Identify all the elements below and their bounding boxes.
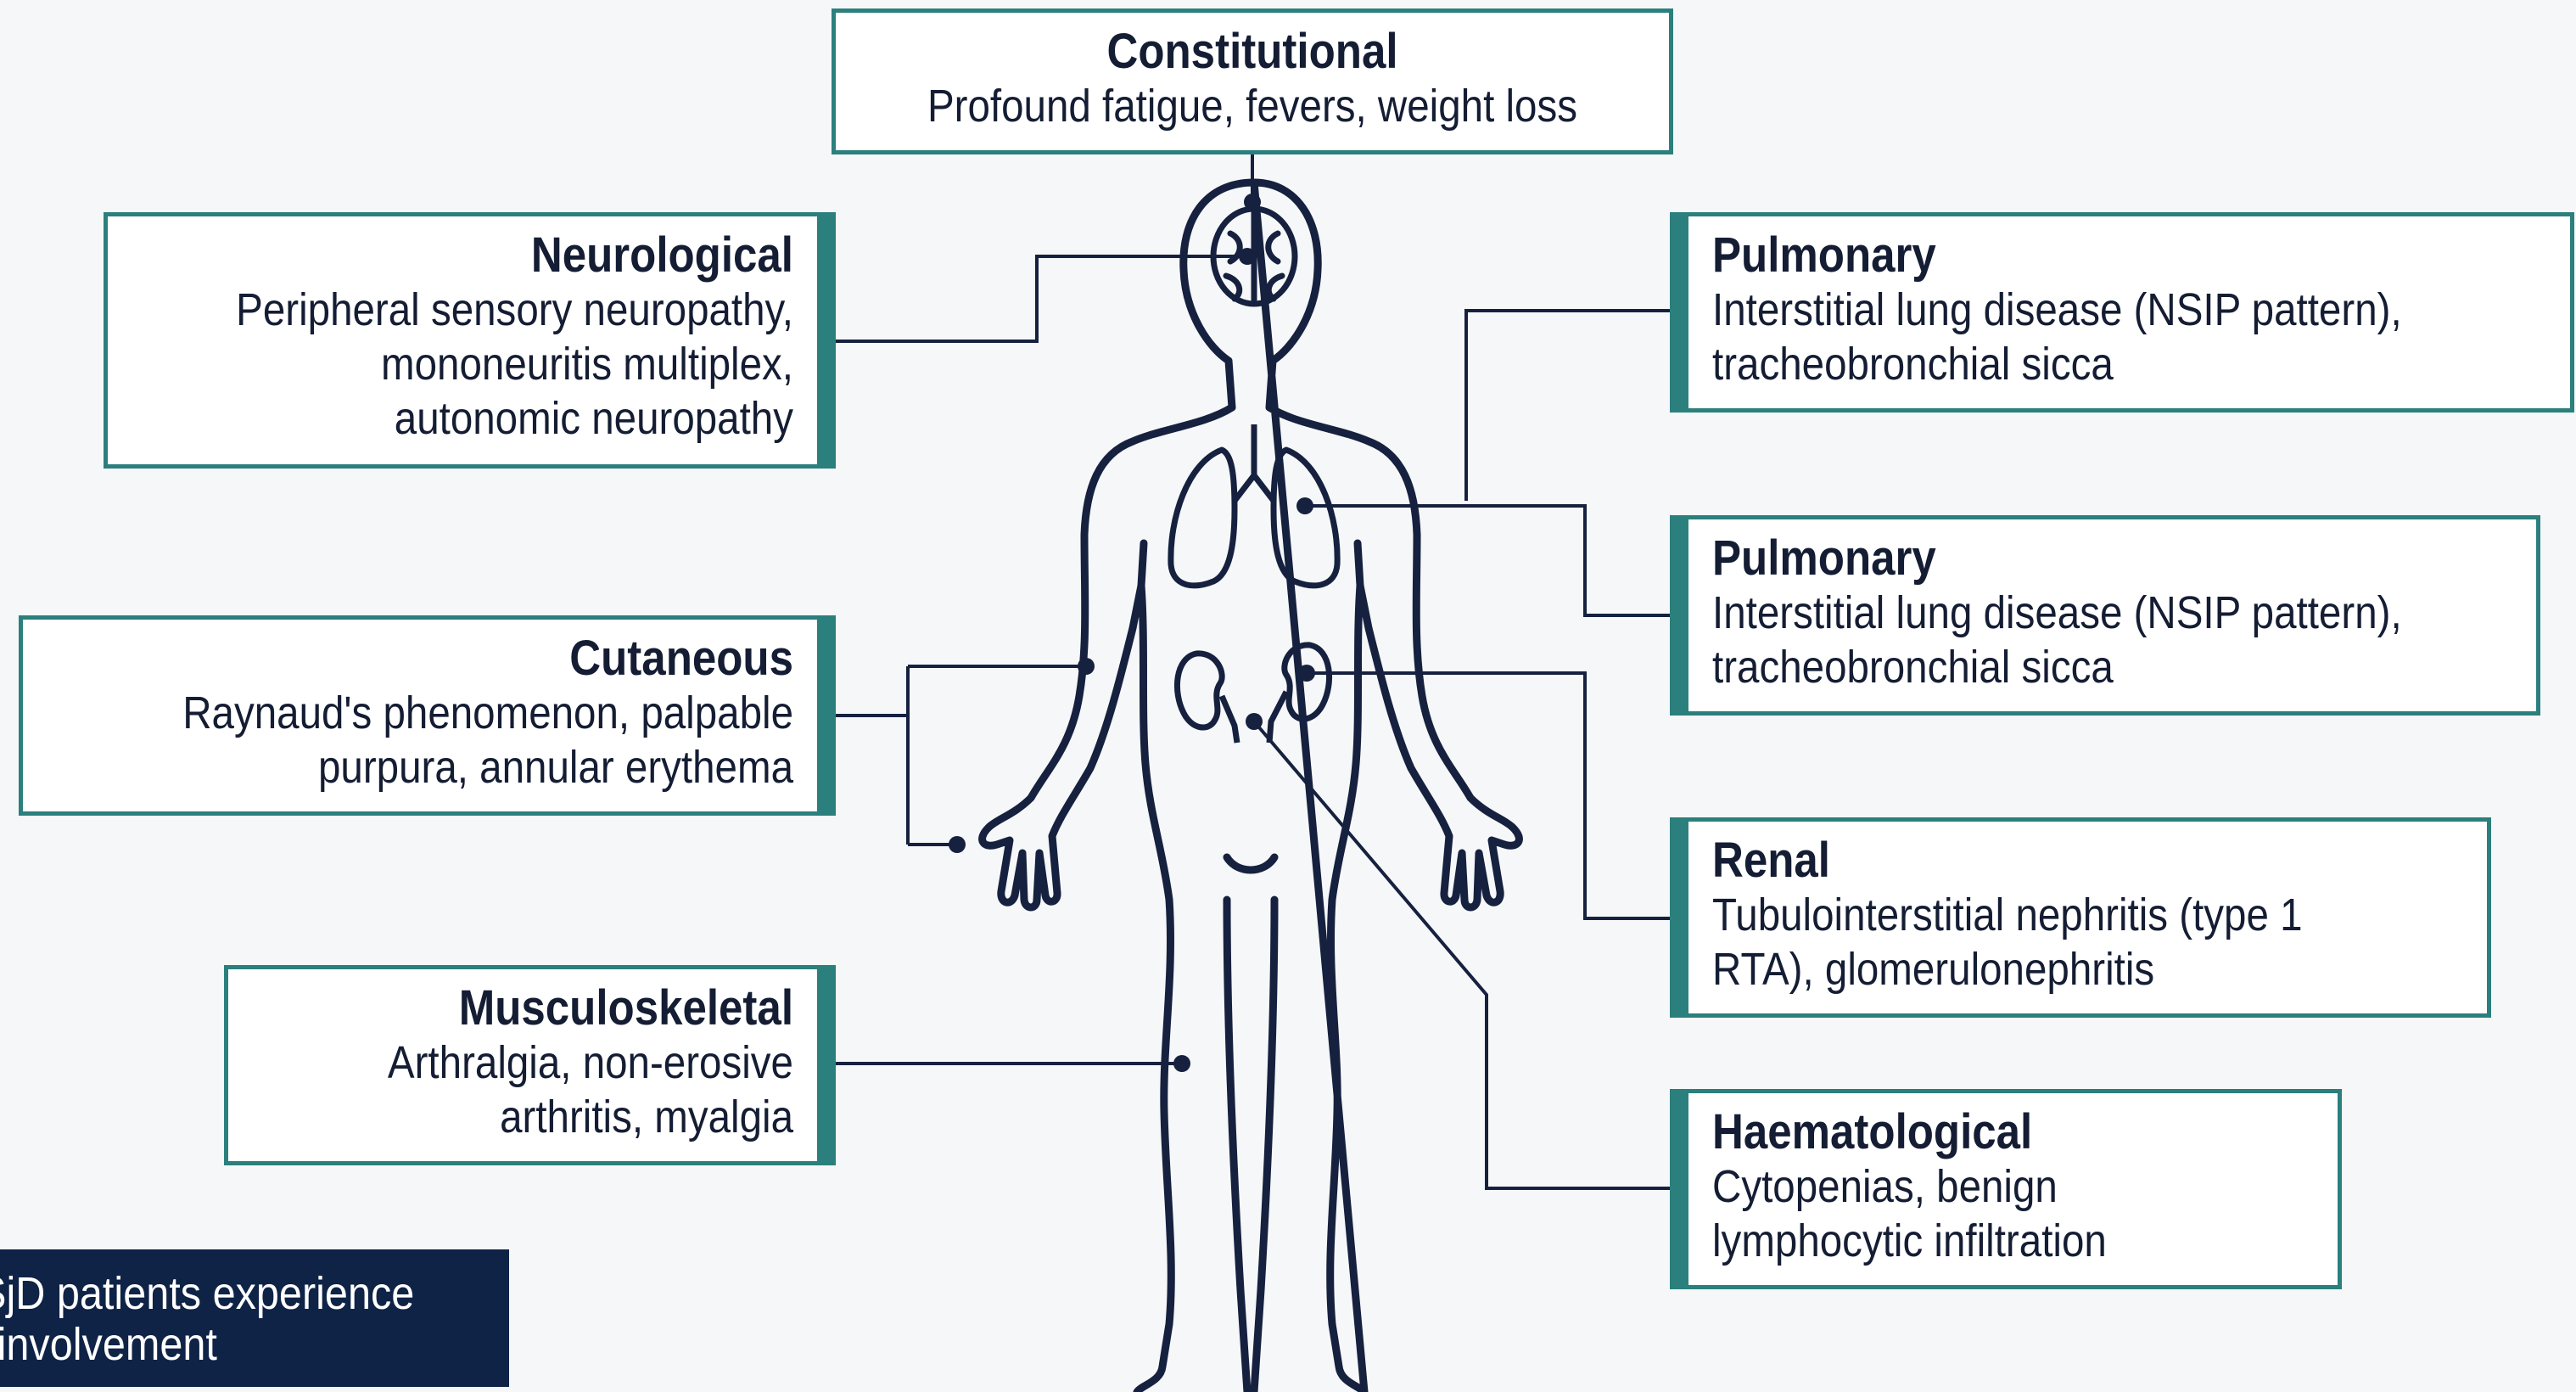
- pulmonary-2-body: Interstitial lung disease (NSIP pattern)…: [1712, 586, 2416, 694]
- info-banner-text: pSjD patients experience ic involvement: [0, 1268, 454, 1370]
- info-banner: pSjD patients experience ic involvement: [0, 1249, 509, 1387]
- dot-lungs: [1296, 497, 1313, 514]
- musculoskeletal-body: Arthralgia, non-erosive arthritis, myalg…: [317, 1036, 793, 1144]
- cutaneous-title: Cutaneous: [137, 631, 793, 686]
- constitutional-title: Constitutional: [907, 25, 1599, 79]
- human-body-figure: [983, 182, 1520, 1392]
- inner-leg-line-right: [1254, 900, 1274, 1392]
- connector-cutaneous: [836, 666, 1086, 845]
- renal-body: Tubulointerstitial nephritis (type 1 RTA…: [1712, 888, 2373, 996]
- right-arm-inner: [1358, 543, 1360, 586]
- left-arm-inner: [1141, 543, 1144, 586]
- inner-leg-line: [1227, 900, 1247, 1392]
- connector-haematological: [1254, 721, 1670, 1188]
- haematological-title: Haematological: [1712, 1105, 2242, 1159]
- dot-hand: [949, 836, 966, 853]
- dot-kidney-left: [1246, 713, 1263, 730]
- pulmonary-box-2: Pulmonary Interstitial lung disease (NSI…: [1670, 515, 2540, 716]
- body-outline: [983, 182, 1520, 1392]
- dot-head: [1244, 194, 1261, 210]
- dot-brain: [1239, 248, 1256, 265]
- haematological-box: Haematological Cytopenias, benign lympho…: [1670, 1089, 2342, 1289]
- dot-arm: [1078, 658, 1095, 675]
- dot-leg: [1173, 1055, 1190, 1072]
- connector-lines: [836, 154, 1670, 1188]
- haematological-body: Cytopenias, benign lymphocytic infiltrat…: [1712, 1159, 2242, 1268]
- constitutional-body: Profound fatigue, fevers, weight loss: [907, 79, 1599, 133]
- dot-kidney-right: [1298, 665, 1315, 682]
- constitutional-box: Constitutional Profound fatigue, fevers,…: [832, 8, 1673, 154]
- connector-pulmonary-1: [1466, 311, 1670, 501]
- cutaneous-body: Raynaud's phenomenon, palpable purpura, …: [137, 686, 793, 794]
- musculoskeletal-box: Musculoskeletal Arthralgia, non-erosive …: [224, 965, 836, 1165]
- pulmonary-1-body: Interstitial lung disease (NSIP pattern)…: [1712, 283, 2446, 391]
- pulmonary-box-1: Pulmonary Interstitial lung disease (NSI…: [1670, 212, 2574, 413]
- neurological-title: Neurological: [211, 228, 793, 283]
- renal-title: Renal: [1712, 834, 2373, 888]
- neurological-body: Peripheral sensory neuropathy, mononeuri…: [211, 283, 793, 446]
- neurological-box: Neurological Peripheral sensory neuropat…: [104, 212, 836, 469]
- musculoskeletal-title: Musculoskeletal: [317, 981, 793, 1036]
- cutaneous-box: Cutaneous Raynaud's phenomenon, palpable…: [19, 615, 836, 816]
- renal-box: Renal Tubulointerstitial nephritis (type…: [1670, 817, 2491, 1018]
- pulmonary-1-title: Pulmonary: [1712, 228, 2446, 283]
- pulmonary-2-title: Pulmonary: [1712, 531, 2416, 586]
- crotch-line: [1227, 857, 1274, 870]
